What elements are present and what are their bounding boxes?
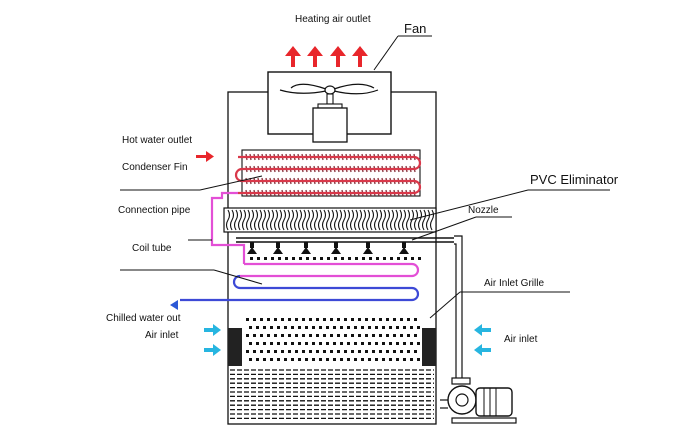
chilled-water-out-label: Chilled water out [106, 313, 181, 324]
fan-label: Fan [404, 21, 426, 36]
air-inlet-right-label: Air inlet [504, 334, 538, 345]
air-inlet-arrows-left [204, 324, 221, 356]
left-arrow-icon [204, 324, 221, 336]
condenser-fin-label: Condenser Fin [122, 162, 188, 173]
basin-hatching [230, 369, 434, 420]
left-arrow-icon [204, 344, 221, 356]
outlet-arrows [285, 46, 368, 67]
up-arrow-icon [285, 46, 301, 67]
pvc-eliminator-label: PVC Eliminator [530, 172, 619, 187]
condenser-fin-block [234, 149, 422, 197]
connection-pipe [210, 191, 246, 264]
air-inlet-grille [228, 328, 436, 366]
pump [440, 377, 517, 424]
spray-dots [250, 257, 421, 260]
coil-tube-upper [240, 262, 420, 278]
up-arrow-icon [330, 46, 346, 67]
up-arrow-icon [307, 46, 323, 67]
coil-tube-label: Coil tube [132, 243, 172, 254]
fan-housing [267, 71, 392, 143]
grille-dots [246, 318, 420, 361]
left-arrow-icon [170, 300, 178, 310]
up-arrow-icon [352, 46, 368, 67]
nozzle-header [236, 237, 454, 254]
coil-tube-lower [180, 274, 420, 302]
air-inlet-left-label: Air inlet [145, 330, 179, 341]
left-arrow-icon [474, 324, 491, 336]
connection-pipe-label: Connection pipe [118, 205, 191, 216]
leader-lines [120, 35, 610, 319]
nozzle-label: Nozzle [468, 205, 499, 216]
heating-air-outlet-label: Heating air outlet [295, 14, 371, 25]
right-arrow-icon [196, 151, 214, 162]
air-inlet-grille-label: Air Inlet Grille [484, 278, 544, 289]
hot-water-outlet-label: Hot water outlet [122, 135, 192, 146]
riser-pipe [454, 235, 463, 380]
pvc-eliminator [223, 207, 437, 233]
air-inlet-arrows-right [474, 324, 491, 356]
left-arrow-icon [474, 344, 491, 356]
